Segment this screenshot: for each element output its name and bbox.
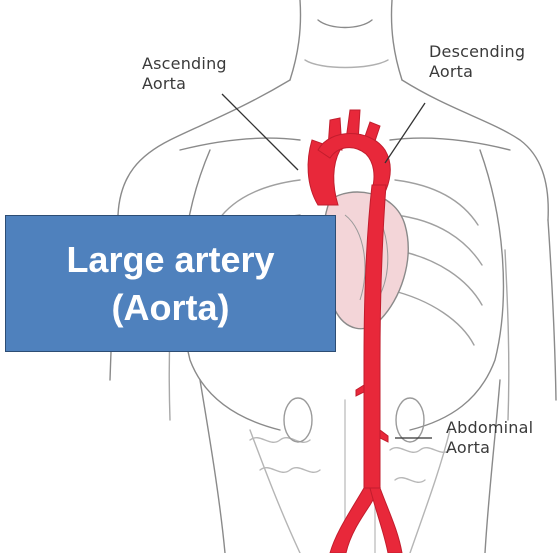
label-descending-line2: Aorta [429, 62, 525, 82]
label-ascending-line2: Aorta [142, 74, 227, 94]
label-descending-line1: Descending [429, 42, 525, 62]
title-line1: Large artery [66, 236, 274, 284]
label-descending-aorta: Descending Aorta [429, 42, 525, 82]
title-callout-box: Large artery (Aorta) [5, 215, 336, 352]
descending-leader [385, 103, 425, 163]
label-abdominal-line1: Abdominal [446, 418, 533, 438]
label-abdominal-line2: Aorta [446, 438, 533, 458]
title-callout-text: Large artery (Aorta) [66, 236, 274, 332]
ascending-leader [222, 94, 298, 170]
title-line2: (Aorta) [66, 284, 274, 332]
label-abdominal-aorta: Abdominal Aorta [446, 418, 533, 458]
label-ascending-line1: Ascending [142, 54, 227, 74]
label-ascending-aorta: Ascending Aorta [142, 54, 227, 94]
